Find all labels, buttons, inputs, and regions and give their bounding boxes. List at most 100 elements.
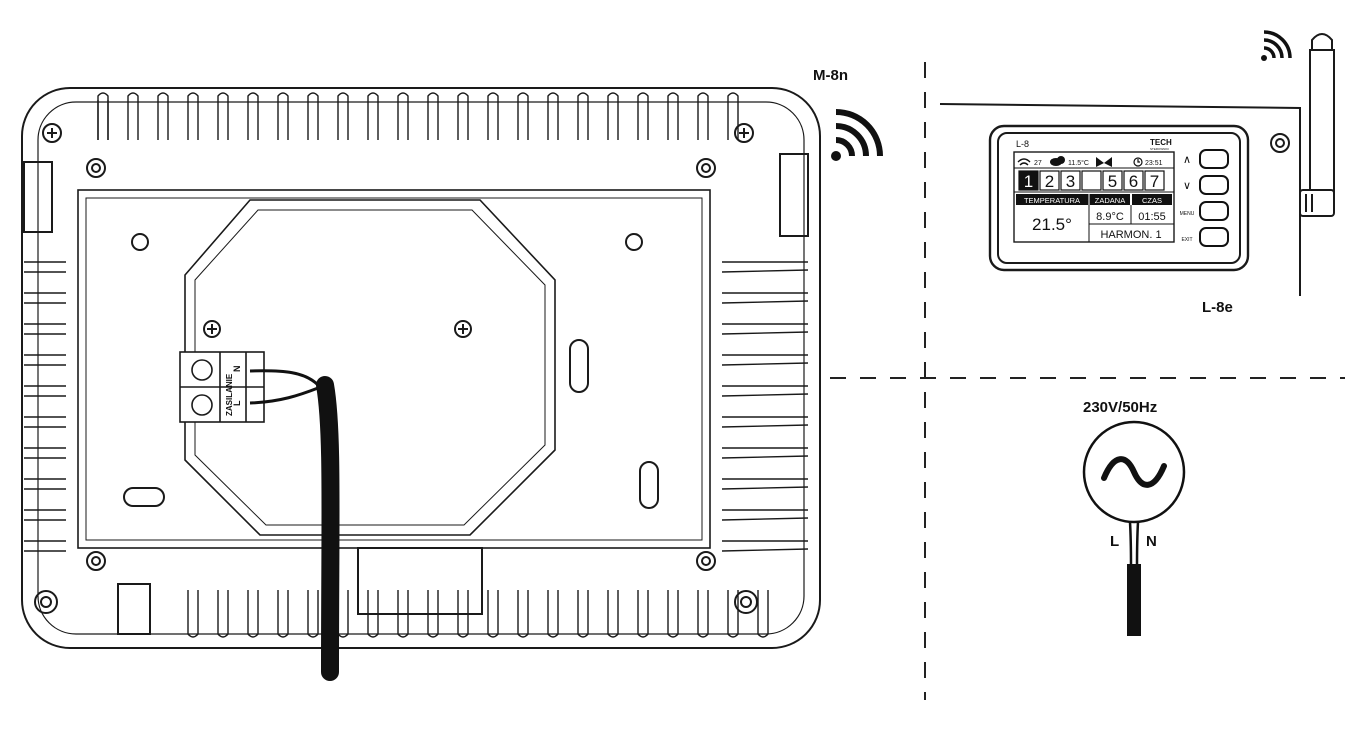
vent-slot-top: [127, 92, 139, 140]
zone-box: [1123, 170, 1144, 191]
vent-slot-top: [307, 92, 319, 140]
controller-button-label: MENU: [1180, 211, 1195, 217]
temp-header: TEMPERATURA: [1024, 196, 1080, 205]
vent-slot-bottom: [577, 590, 589, 638]
screen-brand: TECH: [1150, 138, 1172, 147]
zone-box: [1060, 170, 1081, 191]
controller-button[interactable]: [1199, 227, 1229, 247]
vent-slots-top: [97, 100, 109, 140]
vent-slot-top: [217, 92, 229, 140]
controller-button-label: ∨: [1183, 180, 1191, 192]
screen-logo: L-8: [1016, 139, 1029, 149]
vent-slot-top: [487, 92, 499, 140]
vent-slot-left: [24, 447, 66, 459]
vent-slot-bottom: [547, 590, 559, 638]
zone-number: 1: [1024, 172, 1033, 191]
zone-number: 6: [1129, 172, 1138, 191]
zone-box: [1102, 170, 1123, 191]
vent-slot-left: [24, 416, 66, 428]
vent-slot-top: [337, 92, 349, 140]
set-header: ZADANA: [1095, 196, 1125, 205]
vent-slot-top: [577, 92, 589, 140]
vent-slot-top: [517, 92, 529, 140]
vent-slot-top: [427, 92, 439, 140]
vent-slot-bottom: [337, 590, 349, 638]
controller-button[interactable]: [1199, 201, 1229, 221]
vent-slot-top: [457, 92, 469, 140]
vent-slot-right: [721, 509, 809, 521]
valve-icon: [1096, 157, 1112, 167]
antenna-signal-icon: [1261, 30, 1292, 61]
terminal-label-l: L: [232, 400, 242, 406]
clock-icon: [1133, 157, 1143, 167]
vent-slot-top: [187, 92, 199, 140]
controller-buttons: ∧ ∨ MENU EXIT: [1180, 149, 1229, 247]
zone-box: [1018, 170, 1039, 191]
controller-button-label: EXIT: [1181, 237, 1192, 243]
vent-slot-top: [637, 92, 649, 140]
controller-button[interactable]: [1199, 149, 1229, 169]
wire-label-l: L: [1110, 533, 1119, 550]
zone-box: [1144, 170, 1165, 191]
terminal-label: ZASILANIE: [225, 373, 234, 416]
vent-slot-top: [727, 92, 739, 140]
vent-slot-bottom: [427, 590, 439, 638]
temp-value: 21.5°: [1032, 215, 1072, 234]
weather-icon: [1050, 156, 1065, 166]
vent-slot-left: [24, 354, 66, 366]
vent-slot-bottom: [487, 590, 499, 638]
label-m8n: M-8n: [813, 67, 848, 84]
time-header: CZAS: [1142, 196, 1162, 205]
vent-slot-bottom: [517, 590, 529, 638]
zone-number: 3: [1066, 172, 1075, 191]
outside-temp: 11.5°C: [1068, 159, 1089, 167]
vent-slot-top: [277, 92, 289, 140]
vent-slot-right: [721, 292, 809, 304]
vent-slot-left: [24, 261, 66, 273]
terminal-label-n: N: [232, 366, 242, 373]
screen-brand-sub: STEROWNIKI: [1150, 147, 1169, 151]
vent-slot-right: [721, 323, 809, 335]
vent-slot-bottom: [757, 590, 769, 638]
vent-slot-right: [721, 354, 809, 366]
zone-number: 2: [1045, 172, 1054, 191]
vent-slot-bottom: [637, 590, 649, 638]
vent-slot-top: [247, 92, 259, 140]
vent-slot-bottom: [697, 590, 709, 638]
mode-value: HARMON. 1: [1100, 229, 1161, 241]
vent-slot-left: [24, 478, 66, 490]
clock-time: 23:51: [1145, 160, 1163, 167]
ac-source: [1082, 420, 1186, 636]
vent-slot-top: [367, 92, 379, 140]
vent-slot-left: [24, 540, 66, 552]
vent-slot-bottom: [307, 590, 319, 638]
vent-slot-top: [157, 92, 169, 140]
vent-slot-right: [721, 478, 809, 490]
vent-slot-top: [397, 92, 409, 140]
wire-label-n: N: [1146, 533, 1157, 550]
zone-box: [1039, 170, 1060, 191]
set-value: 8.9°C: [1096, 211, 1124, 223]
vent-slot-right: [721, 385, 809, 397]
label-l8e: L-8e: [1202, 299, 1233, 316]
vent-slot-right: [721, 540, 809, 552]
antenna: [1299, 33, 1335, 217]
vent-slot-right: [721, 416, 809, 428]
vent-slot-top: [547, 92, 559, 140]
vent-slot-bottom: [247, 590, 259, 638]
vent-slots: [24, 92, 809, 638]
controller-button-label: ∧: [1183, 154, 1191, 166]
vent-slot-bottom: [217, 590, 229, 638]
zone-number: 5: [1108, 172, 1117, 191]
vent-slot-top: [97, 92, 109, 140]
controller-button[interactable]: [1199, 175, 1229, 195]
vent-slot-bottom: [367, 590, 379, 638]
zone-number: 7: [1150, 172, 1159, 191]
label-power: 230V/50Hz: [1083, 399, 1157, 416]
vent-slot-bottom: [607, 590, 619, 638]
vent-slot-bottom: [667, 590, 679, 638]
vent-slot-bottom: [397, 590, 409, 638]
